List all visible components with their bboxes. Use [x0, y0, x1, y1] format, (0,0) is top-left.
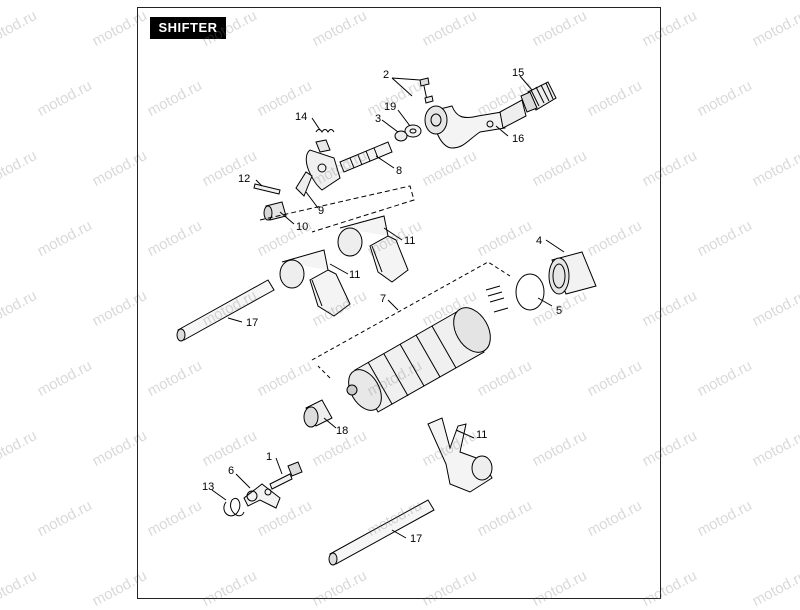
lever-screw-2: [419, 77, 434, 104]
washer-19: [404, 124, 422, 138]
callout-13: 13: [202, 481, 214, 493]
seal-3: [394, 130, 408, 142]
detent-spring-13: [223, 498, 245, 517]
shifter-shaft-8: [305, 139, 393, 191]
callout-15: 15: [512, 67, 524, 79]
callout-labels: 2 15 19 3 16 14 8 12 9 10 11 11 17 7 4 5…: [202, 67, 562, 545]
callout-16: 16: [512, 133, 524, 145]
callout-19: 19: [384, 101, 396, 113]
bolt-1: [269, 461, 303, 490]
drum-pins: [485, 285, 509, 313]
callout-1: 1: [266, 451, 272, 463]
callout-3: 3: [375, 113, 381, 125]
shift-fork-11-upper: [337, 215, 409, 283]
callout-8: 8: [396, 165, 402, 177]
callout-5: 5: [556, 305, 562, 317]
shift-drum-7: [346, 307, 491, 413]
dashed-outline-9-10: [259, 185, 415, 233]
bushing-10: [263, 201, 287, 221]
diagram-frame: [137, 7, 661, 599]
callout-6: 6: [228, 465, 234, 477]
callout-12: 12: [238, 173, 250, 185]
pawl-9: [295, 171, 313, 197]
callout-17-lower: 17: [410, 533, 422, 545]
bearing-4: [548, 251, 597, 295]
drum-bushing-18: [303, 399, 333, 428]
callout-2: 2: [383, 69, 389, 81]
shifter-peg-15: [520, 81, 557, 113]
detent-arm-6: [243, 483, 281, 509]
diagram-title: SHIFTER: [150, 17, 226, 39]
shift-lever-16: [424, 99, 527, 149]
fork-rod-17-upper: [176, 279, 275, 342]
callout-9: 9: [318, 205, 324, 217]
callout-18: 18: [336, 425, 348, 437]
callout-11-upper: 11: [404, 235, 415, 247]
shift-fork-11-lower: [427, 417, 493, 493]
callout-4: 4: [536, 235, 542, 247]
callout-17-upper: 17: [246, 317, 258, 329]
shift-fork-11-middle: [279, 249, 351, 317]
retaining-ring-5: [515, 273, 545, 311]
pin-12: [253, 183, 281, 195]
callout-11-lower: 11: [476, 429, 487, 441]
callout-14: 14: [295, 111, 307, 123]
callout-7: 7: [380, 293, 386, 305]
fork-rod-17-lower: [328, 499, 435, 566]
spring-14: [315, 129, 335, 133]
leader-lines: [211, 75, 565, 539]
callout-11-middle: 11: [349, 269, 360, 281]
callout-10: 10: [296, 221, 308, 233]
